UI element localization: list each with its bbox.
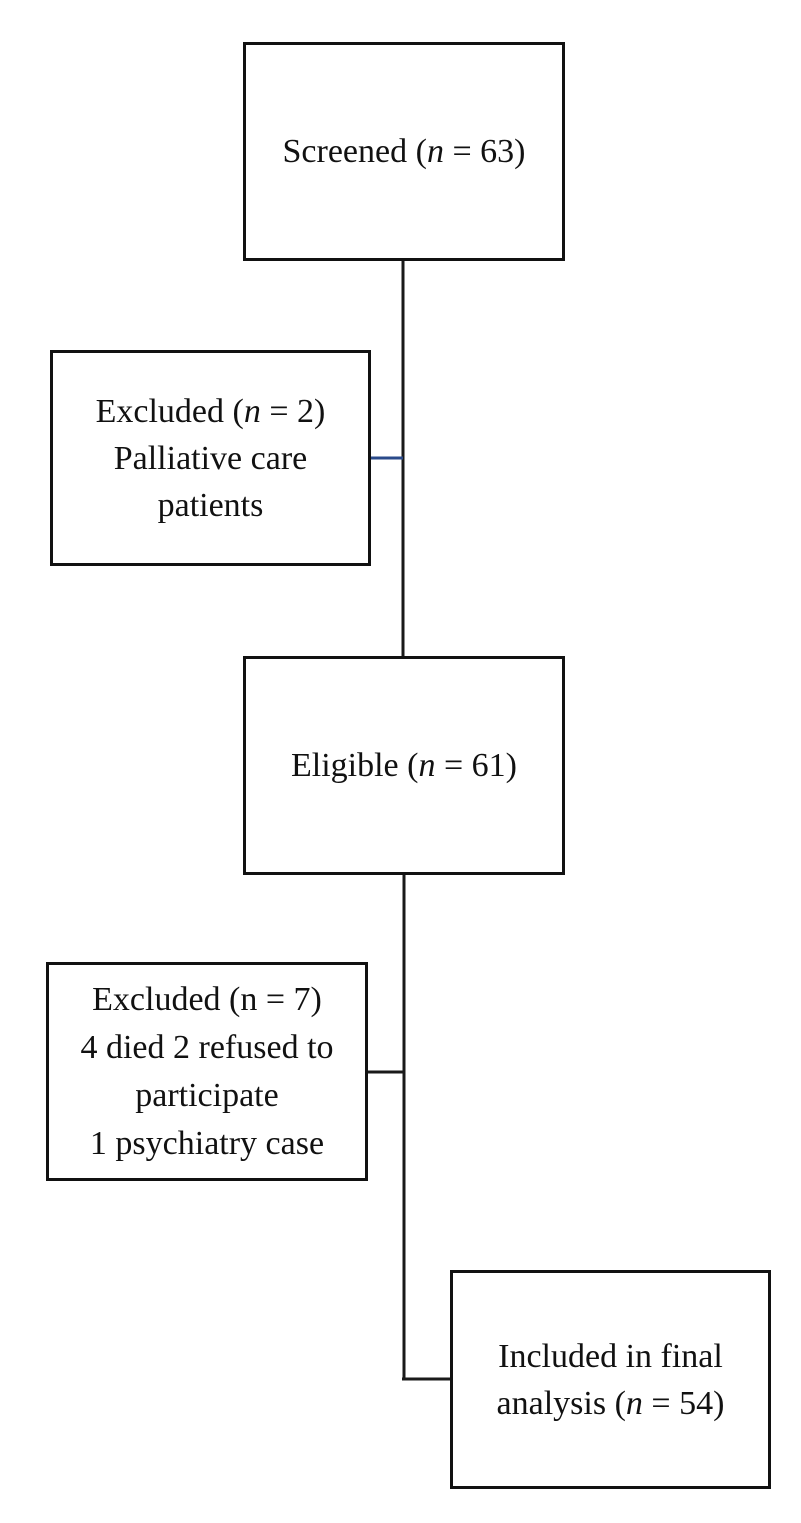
n-symbol: n: [418, 747, 436, 784]
excluded-2-reason-line-2: participate: [135, 1076, 279, 1114]
excluded-1-count: 2: [297, 392, 315, 430]
excluded-1-reason-line-1: Palliative care: [113, 439, 308, 477]
final-label-line-2: analysis (n = 54): [496, 1384, 725, 1422]
final-label-line-1: Included in final: [498, 1337, 723, 1375]
equals-sign: =: [260, 392, 298, 430]
excluded-1-label: Excluded: [95, 392, 225, 430]
eligible-text: Eligible (n = 61): [291, 747, 517, 784]
n-symbol: n: [243, 392, 261, 430]
screened-count: 63: [480, 133, 515, 170]
excluded-2-heading: Excluded (n = 7): [92, 980, 322, 1018]
final-count: 54: [679, 1384, 714, 1422]
eligible-box: Eligible (n = 61): [243, 656, 565, 875]
excluded-palliative-box: Excluded (n = 2) Palliative care patient…: [50, 350, 371, 566]
included-final-box: Included in final analysis (n = 54): [450, 1270, 771, 1489]
screened-box: Screened (n = 63): [243, 42, 565, 261]
screened-label: Screened: [282, 133, 408, 170]
eligible-count: 61: [471, 747, 506, 784]
equals-sign: =: [443, 133, 481, 170]
excluded-1-reason-line-2: patients: [157, 486, 264, 524]
excluded-died-refused-box: Excluded (n = 7) 4 died 2 refused to par…: [46, 962, 368, 1181]
excluded-1-heading: Excluded (n = 2): [95, 392, 326, 430]
equals-sign: =: [642, 1384, 680, 1422]
eligible-label: Eligible: [291, 747, 399, 784]
excluded-2-reason-line-3: 1 psychiatry case: [89, 1124, 325, 1162]
equals-sign: =: [435, 747, 472, 784]
n-symbol: n: [625, 1384, 643, 1422]
screened-text: Screened (n = 63): [282, 133, 526, 170]
final-label-prefix: analysis: [496, 1384, 607, 1422]
excluded-2-reason-line-1: 4 died 2 refused to: [80, 1028, 334, 1066]
n-symbol: n: [426, 133, 444, 170]
